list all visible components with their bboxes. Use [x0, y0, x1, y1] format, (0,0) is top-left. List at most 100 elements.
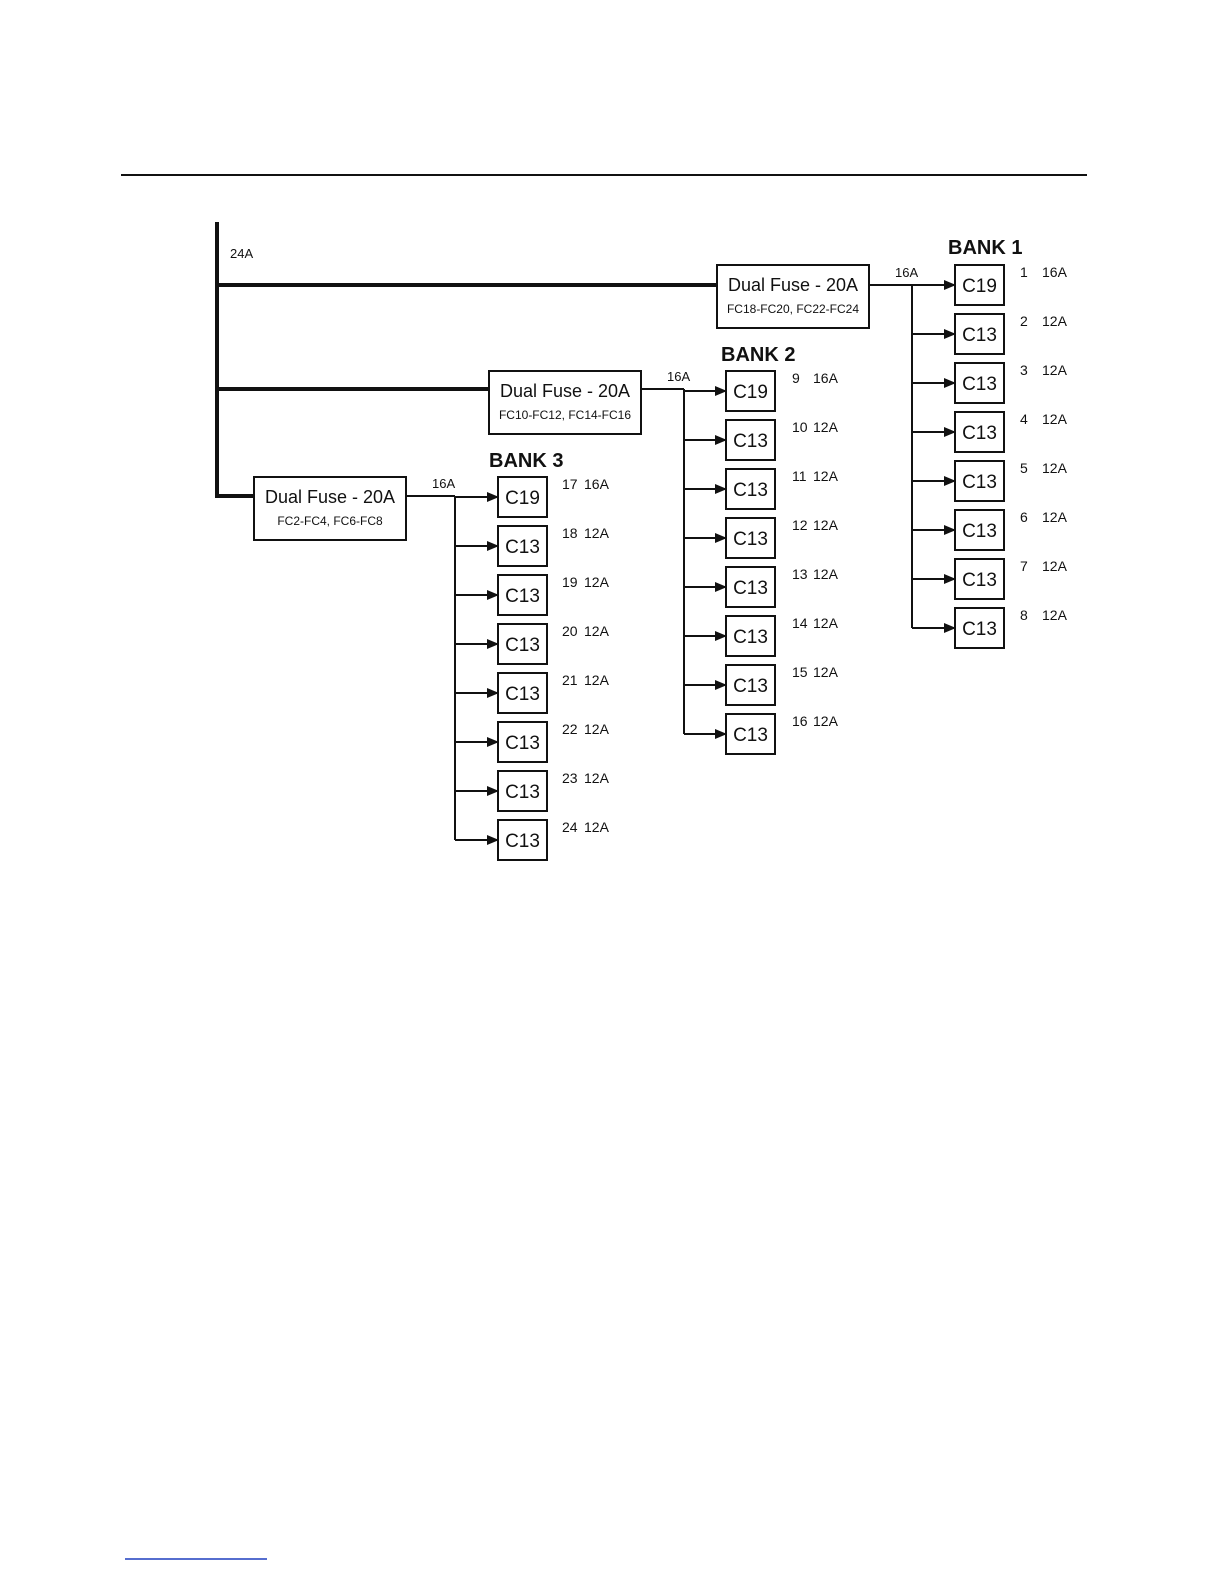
outlet-number-7: 7	[1020, 558, 1028, 574]
outlet-type-label-6: C13	[962, 521, 997, 542]
outlet-type-label-20: C13	[505, 635, 540, 656]
outlet-number-2: 2	[1020, 313, 1028, 329]
outlet-type-label-12: C13	[733, 529, 768, 550]
outlet-rating-10: 12A	[813, 419, 839, 435]
outlet-box-24	[497, 819, 548, 861]
outlet-number-9: 9	[792, 370, 800, 386]
outlet-type-label-10: C13	[733, 431, 768, 452]
outlet-box-2	[954, 313, 1005, 355]
bank-3-group: Dual Fuse - 20A FC2-FC4, FC6-FC8 16A BANK 3…	[253, 450, 610, 861]
outlet-type-label-19: C13	[505, 586, 540, 607]
outlet-box-14	[725, 615, 776, 657]
outlet-box-9	[725, 370, 776, 412]
outlet-number-6: 6	[1020, 509, 1028, 525]
outlet-number-4: 4	[1020, 411, 1028, 427]
outlet-rating-16: 12A	[813, 713, 839, 729]
outlet-rating-22: 12A	[584, 721, 610, 737]
outlet-number-22: 22	[562, 721, 578, 737]
outlet-type-label-16: C13	[733, 725, 768, 746]
outlet-box-13	[725, 566, 776, 608]
bank-title-2: BANK 2	[721, 344, 795, 366]
outlet-box-6	[954, 509, 1005, 551]
branch-current-label-bank-3: 16A	[432, 476, 455, 491]
outlet-type-label-2: C13	[962, 325, 997, 346]
outlet-box-22	[497, 721, 548, 763]
fuse-title-bank-1: Dual Fuse - 20A	[728, 275, 858, 295]
outlet-rating-11: 12A	[813, 468, 839, 484]
outlet-number-17: 17	[562, 476, 578, 492]
outlet-type-label-8: C13	[962, 619, 997, 640]
outlet-type-label-22: C13	[505, 733, 540, 754]
outlet-type-label-15: C13	[733, 676, 768, 697]
outlet-box-23	[497, 770, 548, 812]
outlet-number-23: 23	[562, 770, 578, 786]
outlet-box-20	[497, 623, 548, 665]
outlet-number-21: 21	[562, 672, 578, 688]
outlet-type-label-14: C13	[733, 627, 768, 648]
outlet-rating-12: 12A	[813, 517, 839, 533]
outlet-number-18: 18	[562, 525, 578, 541]
fuse-box-bank-2	[488, 370, 642, 435]
fuse-circuits-bank-2: FC10-FC12, FC14-FC16	[499, 408, 631, 422]
outlet-box-5	[954, 460, 1005, 502]
outlet-type-label-18: C13	[505, 537, 540, 558]
outlet-box-16	[725, 713, 776, 755]
outlet-rating-21: 12A	[584, 672, 610, 688]
outlet-box-18	[497, 525, 548, 567]
outlet-number-20: 20	[562, 623, 578, 639]
fuse-circuits-bank-3: FC2-FC4, FC6-FC8	[277, 514, 383, 528]
outlet-rating-1: 16A	[1042, 264, 1068, 280]
outlet-rating-14: 12A	[813, 615, 839, 631]
outlet-number-24: 24	[562, 819, 578, 835]
fuse-title-bank-3: Dual Fuse - 20A	[265, 487, 395, 507]
outlet-rating-8: 12A	[1042, 607, 1068, 623]
outlet-rating-13: 12A	[813, 566, 839, 582]
fuse-box-bank-3	[253, 476, 407, 541]
outlet-type-label-1: C19	[962, 276, 997, 297]
outlet-rating-23: 12A	[584, 770, 610, 786]
outlet-box-3	[954, 362, 1005, 404]
bank-1-group: Dual Fuse - 20A FC18-FC20, FC22-FC24 16A BA…	[716, 237, 1068, 649]
outlet-number-3: 3	[1020, 362, 1028, 378]
outlet-rating-18: 12A	[584, 525, 610, 541]
outlet-rating-6: 12A	[1042, 509, 1068, 525]
outlet-type-label-3: C13	[962, 374, 997, 395]
outlet-type-label-11: C13	[733, 480, 768, 501]
outlet-type-label-5: C13	[962, 472, 997, 493]
branch-current-label-bank-1: 16A	[895, 265, 918, 280]
outlet-number-12: 12	[792, 517, 808, 533]
outlet-number-14: 14	[792, 615, 808, 631]
bank-title-3: BANK 3	[489, 450, 563, 472]
outlet-number-11: 11	[792, 468, 807, 484]
outlet-box-15	[725, 664, 776, 706]
outlet-box-17	[497, 476, 548, 518]
outlet-box-4	[954, 411, 1005, 453]
outlet-rating-24: 12A	[584, 819, 610, 835]
outlet-rating-19: 12A	[584, 574, 610, 590]
outlet-rating-3: 12A	[1042, 362, 1068, 378]
outlet-number-1: 1	[1020, 264, 1028, 280]
branch-current-label-bank-2: 16A	[667, 369, 690, 384]
outlet-type-label-9: C19	[733, 382, 768, 403]
outlet-rating-5: 12A	[1042, 460, 1068, 476]
outlet-number-19: 19	[562, 574, 578, 590]
outlet-box-8	[954, 607, 1005, 649]
outlet-type-label-13: C13	[733, 578, 768, 599]
fuse-title-bank-2: Dual Fuse - 20A	[500, 381, 630, 401]
outlet-rating-20: 12A	[584, 623, 610, 639]
outlet-rating-4: 12A	[1042, 411, 1068, 427]
outlet-number-5: 5	[1020, 460, 1028, 476]
outlet-type-label-17: C19	[505, 488, 540, 509]
outlet-number-10: 10	[792, 419, 808, 435]
outlet-number-13: 13	[792, 566, 808, 582]
outlet-rating-17: 16A	[584, 476, 610, 492]
outlet-type-label-24: C13	[505, 831, 540, 852]
fuse-circuits-bank-1: FC18-FC20, FC22-FC24	[727, 302, 859, 316]
outlet-rating-15: 12A	[813, 664, 839, 680]
outlet-box-1	[954, 264, 1005, 306]
outlet-box-12	[725, 517, 776, 559]
outlet-type-label-21: C13	[505, 684, 540, 705]
outlet-type-label-23: C13	[505, 782, 540, 803]
outlet-box-19	[497, 574, 548, 616]
